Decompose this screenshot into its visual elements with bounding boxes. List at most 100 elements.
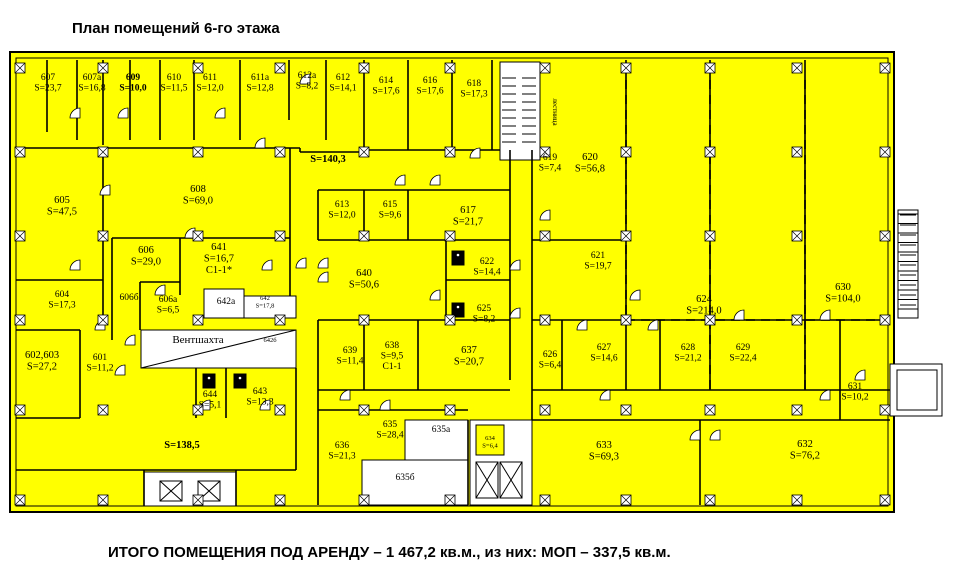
- room-label-643: 643: [253, 387, 268, 397]
- column-marker: [192, 494, 204, 506]
- column-marker: [192, 404, 204, 416]
- column-marker: [444, 146, 456, 158]
- door-swing: [254, 137, 266, 149]
- room-area-608: S=69,0: [183, 196, 213, 207]
- room-label-610: 610: [167, 73, 182, 83]
- room-label-642б: 642б: [263, 337, 277, 344]
- room-area-629: S=22,4: [729, 354, 757, 364]
- door-swing: [117, 107, 129, 119]
- column-marker: [620, 62, 632, 74]
- room-label-621: 621: [591, 251, 606, 261]
- room-label-638: 638: [385, 341, 400, 351]
- room-label-635а: 635а: [432, 425, 451, 435]
- column-marker: [620, 314, 632, 326]
- room-area-638: S=9,5: [381, 352, 404, 362]
- door-swing: [469, 147, 481, 159]
- room-area-618: S=17,3: [460, 90, 488, 100]
- room-area-637: S=20,7: [454, 357, 484, 368]
- door-swing: [576, 319, 588, 331]
- room-label-644: 644: [203, 390, 218, 400]
- room-label-639: 639: [343, 346, 358, 356]
- room-label-616: 616: [423, 76, 438, 86]
- page-title: План помещений 6-го этажа: [72, 20, 280, 37]
- room-area-620: S=56,8: [575, 164, 605, 175]
- room-extra-638: С1-1: [383, 362, 402, 372]
- room-area-606: S=29,0: [131, 257, 161, 268]
- room-label-611а: 611а: [251, 73, 270, 83]
- summary-footer: ИТОГО ПОМЕЩЕНИЯ ПОД АРЕНДУ – 1 467,2 кв.…: [108, 544, 671, 561]
- column-marker: [879, 230, 891, 242]
- stair-label: лестница: [551, 98, 559, 126]
- room-area-636: S=21,3: [328, 452, 356, 462]
- room-area-641: S=16,7: [204, 254, 234, 265]
- door-swing: [339, 389, 351, 401]
- room-area-627: S=14,6: [590, 354, 618, 364]
- column-marker: [704, 146, 716, 158]
- door-swing: [733, 309, 745, 321]
- room-area-633: S=69,3: [589, 452, 619, 463]
- room-area-613: S=12,0: [328, 211, 356, 221]
- column-marker: [274, 494, 286, 506]
- room-area-602,603: S=27,2: [27, 362, 57, 373]
- column-marker: [358, 62, 370, 74]
- door-swing: [689, 429, 701, 441]
- room-label-611: 611: [203, 73, 217, 83]
- room-label-607: 607: [41, 73, 56, 83]
- room-label-609: 609: [126, 73, 141, 83]
- room-label-601: 601: [93, 353, 108, 363]
- door-swing: [629, 289, 641, 301]
- ventshaft-label: Вентшахта: [172, 334, 223, 346]
- room-area-630: S=104,0: [825, 294, 860, 305]
- column-marker: [97, 314, 109, 326]
- room-area-632: S=76,2: [790, 451, 820, 462]
- column-marker: [539, 404, 551, 416]
- room-area-610: S=11,5: [161, 84, 188, 94]
- column-marker: [444, 404, 456, 416]
- column-marker: [879, 404, 891, 416]
- room-label-624: 624: [696, 294, 713, 305]
- room-area-625: S=8,2: [473, 315, 496, 325]
- room-label-633: 633: [596, 440, 612, 451]
- column-marker: [791, 314, 803, 326]
- column-marker: [14, 62, 26, 74]
- door-swing: [819, 389, 831, 401]
- room-area-619: S=7,4: [539, 164, 562, 174]
- column-marker: [879, 62, 891, 74]
- door-swing: [154, 284, 166, 296]
- column-marker: [879, 494, 891, 506]
- column-marker: [539, 314, 551, 326]
- column-marker: [791, 62, 803, 74]
- room-label-617: 617: [460, 205, 476, 216]
- room-label-629: 629: [736, 343, 751, 353]
- door-swing: [114, 364, 126, 376]
- room-label-642а: 642а: [217, 297, 236, 307]
- stair-top: [499, 61, 541, 161]
- column-marker: [97, 230, 109, 242]
- column-marker: [97, 494, 109, 506]
- room-label-622: 622: [480, 257, 495, 267]
- shaft-cross: [159, 480, 183, 502]
- door-swing: [259, 399, 271, 411]
- elevator-cross: [499, 461, 523, 499]
- door-swing: [317, 257, 329, 269]
- wc-icon: [451, 302, 465, 318]
- door-swing: [394, 174, 406, 186]
- door-swing: [819, 309, 831, 321]
- room-label-628: 628: [681, 343, 696, 353]
- room-area-612: S=14,1: [329, 84, 357, 94]
- elevator-cross: [475, 461, 499, 499]
- room-label-614: 614: [379, 76, 394, 86]
- room-area-626: S=6,4: [539, 361, 562, 371]
- room-label-604: 604: [55, 290, 70, 300]
- column-marker: [791, 230, 803, 242]
- room-label-612: 612: [336, 73, 351, 83]
- room-label-606а: 606а: [159, 295, 178, 305]
- room-label-619: 619: [543, 153, 558, 163]
- column-marker: [879, 314, 891, 326]
- door-swing: [647, 319, 659, 331]
- column-marker: [14, 404, 26, 416]
- column-marker: [274, 404, 286, 416]
- door-swing: [261, 259, 273, 271]
- room-label-626: 626: [543, 350, 558, 360]
- column-marker: [791, 404, 803, 416]
